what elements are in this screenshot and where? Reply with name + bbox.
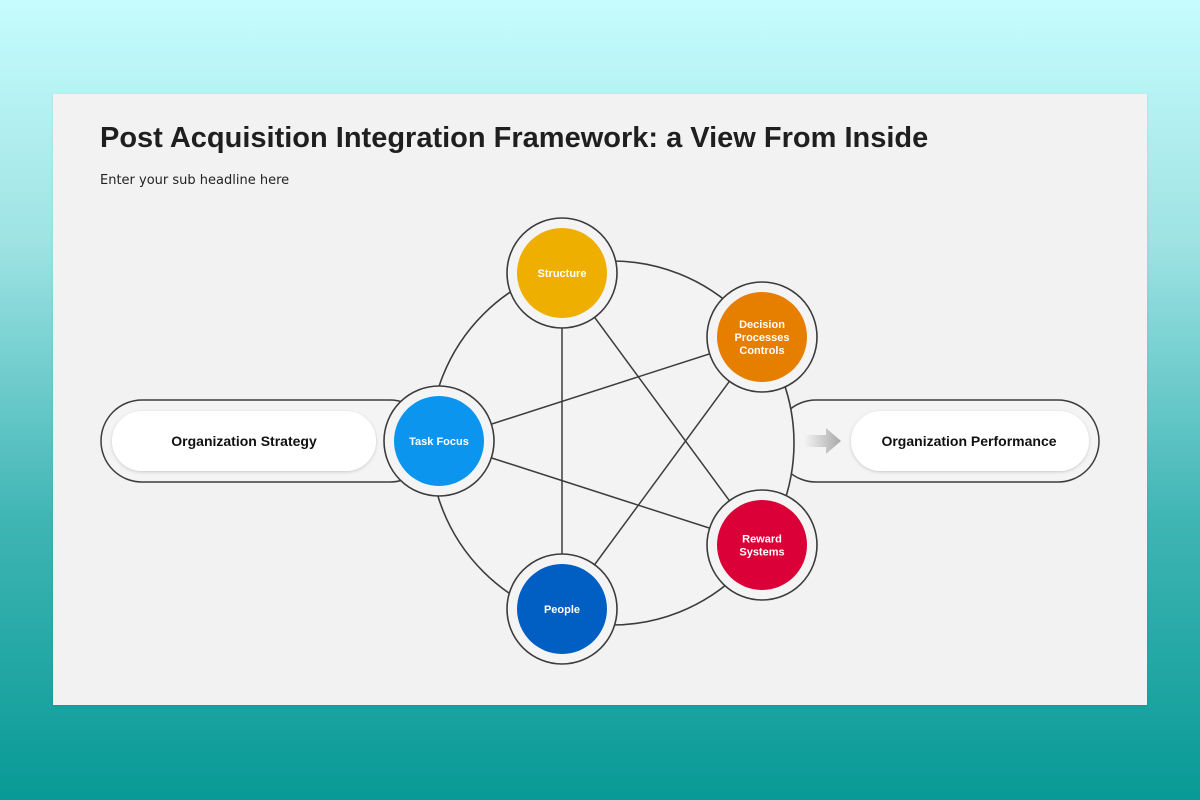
input-pill: Organization Strategy — [100, 399, 432, 483]
connection-line-task-focus-decision — [438, 336, 763, 442]
node-fill — [717, 292, 807, 382]
node-task-focus: Task Focus — [383, 385, 495, 497]
node-fill — [517, 228, 607, 318]
output-pill-label: Organization Performance — [881, 433, 1056, 449]
node-label: Task Focus — [409, 436, 469, 448]
connection-line-task-focus-reward — [438, 440, 763, 546]
node-people: People — [506, 553, 618, 665]
node-fill — [717, 500, 807, 590]
input-pill-label: Organization Strategy — [171, 433, 317, 449]
page-subtitle: Enter your sub headline here — [100, 173, 290, 188]
node-label: Processes — [734, 332, 789, 344]
connection-line-structure-reward — [561, 272, 763, 546]
node-label: Structure — [538, 268, 587, 280]
connection-lines — [438, 272, 763, 610]
node-label: People — [544, 604, 580, 616]
right-arrow-icon — [804, 428, 841, 454]
output-pill: Organization Performance — [774, 399, 1100, 483]
node-label: Controls — [739, 345, 784, 357]
node-fill — [517, 564, 607, 654]
node-fill — [394, 396, 484, 486]
node-structure: Structure — [506, 217, 618, 329]
node-label: Reward — [742, 534, 782, 546]
node-label: Systems — [739, 547, 784, 559]
node-label: Decision — [739, 319, 785, 331]
page-title: Post Acquisition Integration Framework: … — [100, 122, 929, 154]
connection-line-decision-people — [561, 336, 763, 610]
